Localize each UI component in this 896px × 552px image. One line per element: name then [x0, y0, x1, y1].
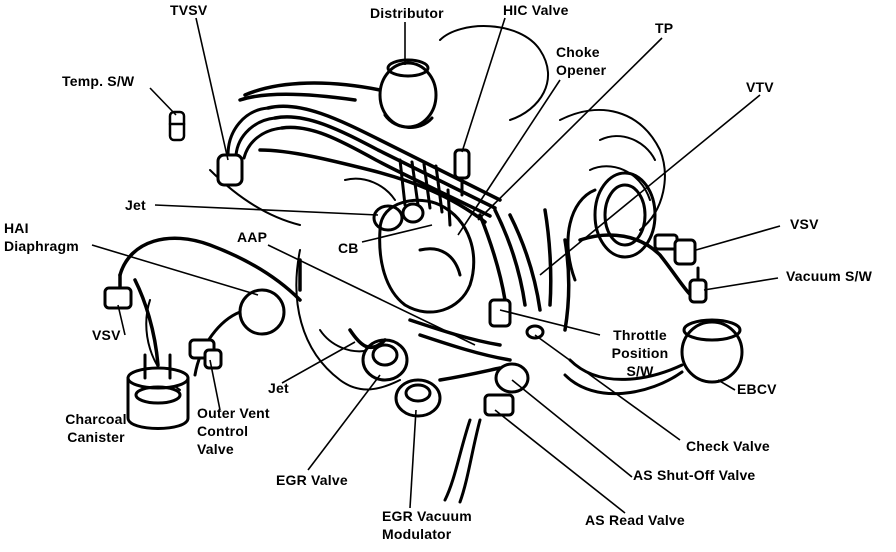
label-vacuum-sw: Vacuum S/W	[786, 268, 873, 284]
vacuum-switch-component	[688, 266, 708, 304]
air-intake	[566, 171, 657, 282]
label-egr-valve: EGR Valve	[276, 472, 348, 488]
leader-outer-vent	[209, 359, 221, 411]
leader-jet-upper	[154, 204, 379, 216]
label-throttle-line2: Position	[611, 345, 669, 361]
label-aap: AAP	[237, 229, 268, 245]
label-hic-valve: HIC Valve	[503, 2, 569, 18]
temp-switch	[168, 110, 186, 142]
leader-aap	[267, 244, 476, 346]
leader-hai	[91, 244, 259, 296]
label-choke-line2: Opener	[556, 62, 607, 78]
leader-check-valve	[534, 334, 681, 441]
label-outer-vent-line1: Outer Vent	[197, 405, 270, 421]
leader-choke	[457, 79, 561, 236]
leader-vacuum-sw	[703, 277, 779, 291]
leader-egr-valve	[307, 374, 381, 471]
label-outer-vent-line2: Control	[197, 423, 249, 439]
leader-tvsv	[195, 17, 229, 161]
label-throttle-line3: S/W	[626, 363, 654, 379]
leader-egr-modulator	[409, 409, 417, 509]
label-as-read-valve: AS Read Valve	[585, 512, 685, 528]
ebcv-component	[563, 318, 744, 396]
label-outer-vent-line3: Valve	[197, 441, 234, 457]
label-distributor: Distributor	[370, 5, 444, 21]
label-ebcv: EBCV	[737, 381, 777, 397]
label-vsv-right: VSV	[790, 216, 819, 232]
outer-vent-valve-component	[188, 338, 223, 370]
leader-throttle	[499, 309, 601, 336]
label-temp-sw: Temp. S/W	[62, 73, 135, 89]
leader-temp	[149, 87, 177, 116]
throttle-position-switch-component	[488, 298, 512, 328]
as-valves-component	[443, 362, 530, 504]
egr-modulator-component	[394, 378, 442, 418]
leader-as-shutoff	[511, 379, 633, 478]
label-throttle-line1: Throttle	[613, 327, 667, 343]
label-jet-lower: Jet	[268, 380, 289, 396]
label-egr-modulator-line2: Modulator	[382, 526, 452, 542]
label-canister-line1: Charcoal	[65, 411, 127, 427]
label-hai-line1: HAI	[4, 220, 29, 236]
hose-bundle-top	[238, 81, 502, 224]
leader-ebcv	[717, 379, 736, 391]
label-vtv: VTV	[746, 79, 774, 95]
leader-jet-lower	[281, 341, 356, 384]
leader-vtv	[539, 94, 761, 276]
distributor-component	[378, 58, 438, 129]
leader-as-read	[494, 409, 626, 514]
label-cb: CB	[338, 240, 359, 256]
leader-lines	[91, 17, 781, 514]
leader-vsv-right	[695, 225, 781, 251]
leader-vsv-left	[117, 304, 126, 336]
leader-tp	[477, 37, 663, 221]
label-tp: TP	[655, 20, 674, 36]
hose-loop-left	[118, 236, 302, 367]
charcoal-canister-component	[126, 353, 190, 430]
vsv-right-component	[653, 233, 697, 266]
hose-bundle-lower	[348, 318, 512, 382]
label-tvsv: TVSV	[170, 2, 208, 18]
carburetor-assembly	[372, 158, 476, 314]
label-hai-line2: Diaphragm	[4, 238, 79, 254]
label-canister-line2: Canister	[67, 429, 125, 445]
label-jet-upper: Jet	[125, 197, 146, 213]
tvsv-component	[216, 106, 284, 187]
egr-valve-component	[361, 338, 409, 382]
label-as-shutoff: AS Shut-Off Valve	[633, 467, 756, 483]
check-valve-component	[525, 324, 545, 340]
hai-diaphragm-component	[193, 288, 286, 377]
hose-bundle-right	[478, 208, 702, 332]
leader-cb	[361, 224, 433, 243]
label-vsv-left: VSV	[92, 327, 121, 343]
leader-hic	[461, 17, 506, 153]
label-egr-modulator-line1: EGR Vacuum	[382, 508, 472, 524]
label-choke-line1: Choke	[556, 44, 600, 60]
label-check-valve: Check Valve	[686, 438, 770, 454]
